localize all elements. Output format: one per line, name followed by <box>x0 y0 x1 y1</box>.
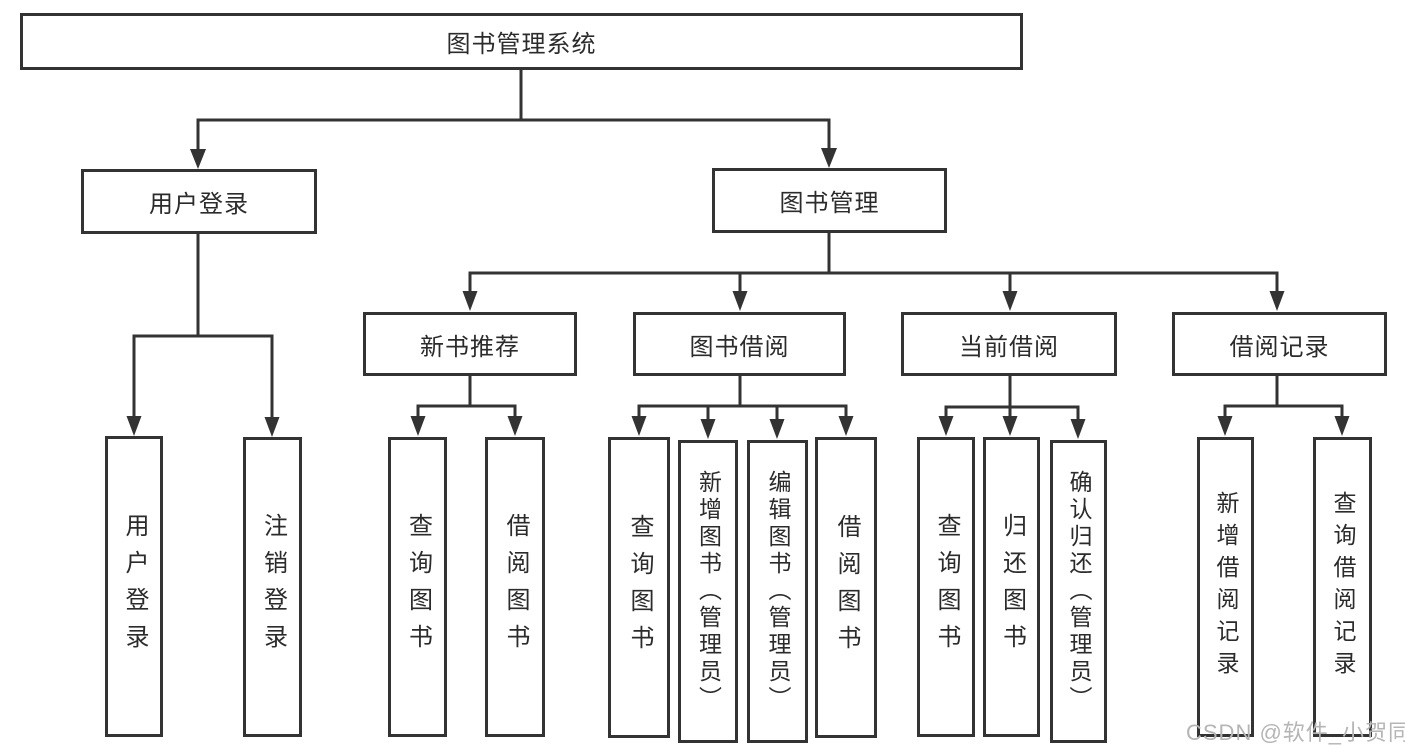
leaf-borrow-books-borrowing: 借阅图书 <box>815 437 877 738</box>
leaf-query-books-recommend: 查询图书 <box>388 437 447 737</box>
leaf-query-borrow-record: 查询借阅记录 <box>1313 437 1372 737</box>
leaf-query-books-borrowing: 查询图书 <box>608 437 670 738</box>
leaf-borrow-books-recommend: 借阅图书 <box>485 437 545 737</box>
leaf-confirm-return-admin: 确认归还（管理员） <box>1050 440 1107 743</box>
node-user-login: 用户登录 <box>81 169 317 234</box>
node-new-book-recommend: 新书推荐 <box>363 312 577 376</box>
leaf-edit-books-admin: 编辑图书（管理员） <box>747 440 808 743</box>
csdn-watermark: CSDN @软件_小贺同学 <box>1186 720 1405 745</box>
leaf-add-borrow-record: 新增借阅记录 <box>1197 437 1254 737</box>
node-library-system: 图书管理系统 <box>20 13 1023 70</box>
leaf-user-login: 用户登录 <box>105 436 163 737</box>
node-book-borrowing: 图书借阅 <box>633 312 846 376</box>
leaf-add-books-admin: 新增图书（管理员） <box>678 440 738 743</box>
leaf-query-books-current: 查询图书 <box>917 437 975 737</box>
node-current-borrowing: 当前借阅 <box>901 312 1117 376</box>
node-borrow-records: 借阅记录 <box>1172 312 1387 376</box>
leaf-return-books: 归还图书 <box>983 437 1040 737</box>
node-book-management: 图书管理 <box>712 168 947 233</box>
leaf-logout: 注销登录 <box>243 437 302 737</box>
